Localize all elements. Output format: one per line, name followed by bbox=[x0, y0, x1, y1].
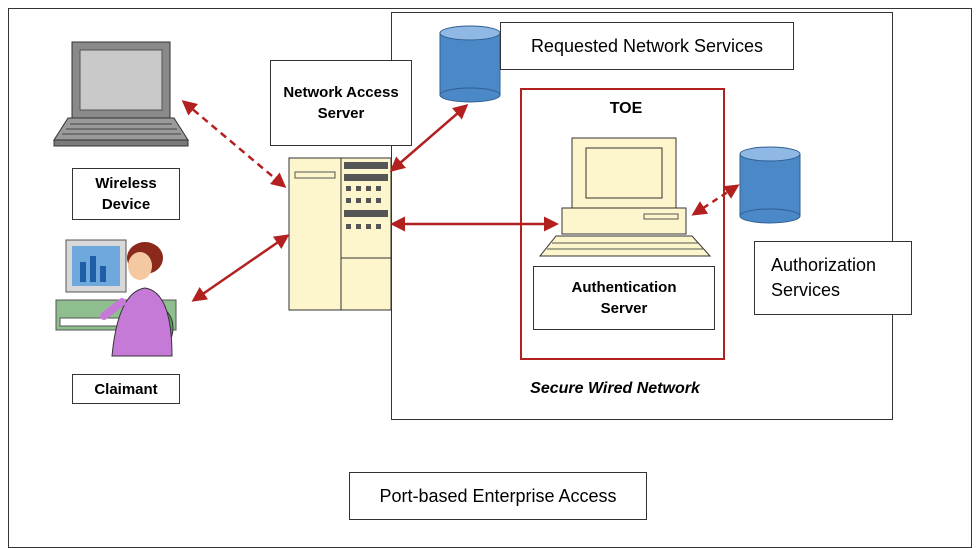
port-based-access-label: Port-based Enterprise Access bbox=[349, 472, 647, 520]
laptop-icon bbox=[53, 41, 189, 147]
wireless-device-label: Wireless Device bbox=[72, 168, 180, 220]
claimant-label: Claimant bbox=[72, 374, 180, 404]
requested-services-label: Requested Network Services bbox=[500, 22, 794, 70]
database-icon bbox=[439, 25, 501, 103]
nas-label: Network Access Server bbox=[270, 60, 412, 146]
secure-network-label: Secure Wired Network bbox=[530, 380, 700, 397]
desktop-computer-icon bbox=[538, 137, 712, 257]
user-at-computer-icon bbox=[55, 239, 177, 357]
server-icon bbox=[288, 157, 392, 311]
toe-boundary bbox=[520, 88, 725, 360]
toe-label: TOE bbox=[609, 100, 643, 117]
claimant-link-arrow bbox=[191, 234, 290, 302]
authz-link-arrow bbox=[691, 184, 740, 216]
auth-server-label: Authentication Server bbox=[533, 266, 715, 330]
authz-services-label: Authorization Services bbox=[754, 241, 912, 315]
database-icon bbox=[739, 146, 801, 224]
wireless-link-arrow bbox=[181, 100, 287, 188]
services-link-arrow bbox=[389, 104, 469, 172]
